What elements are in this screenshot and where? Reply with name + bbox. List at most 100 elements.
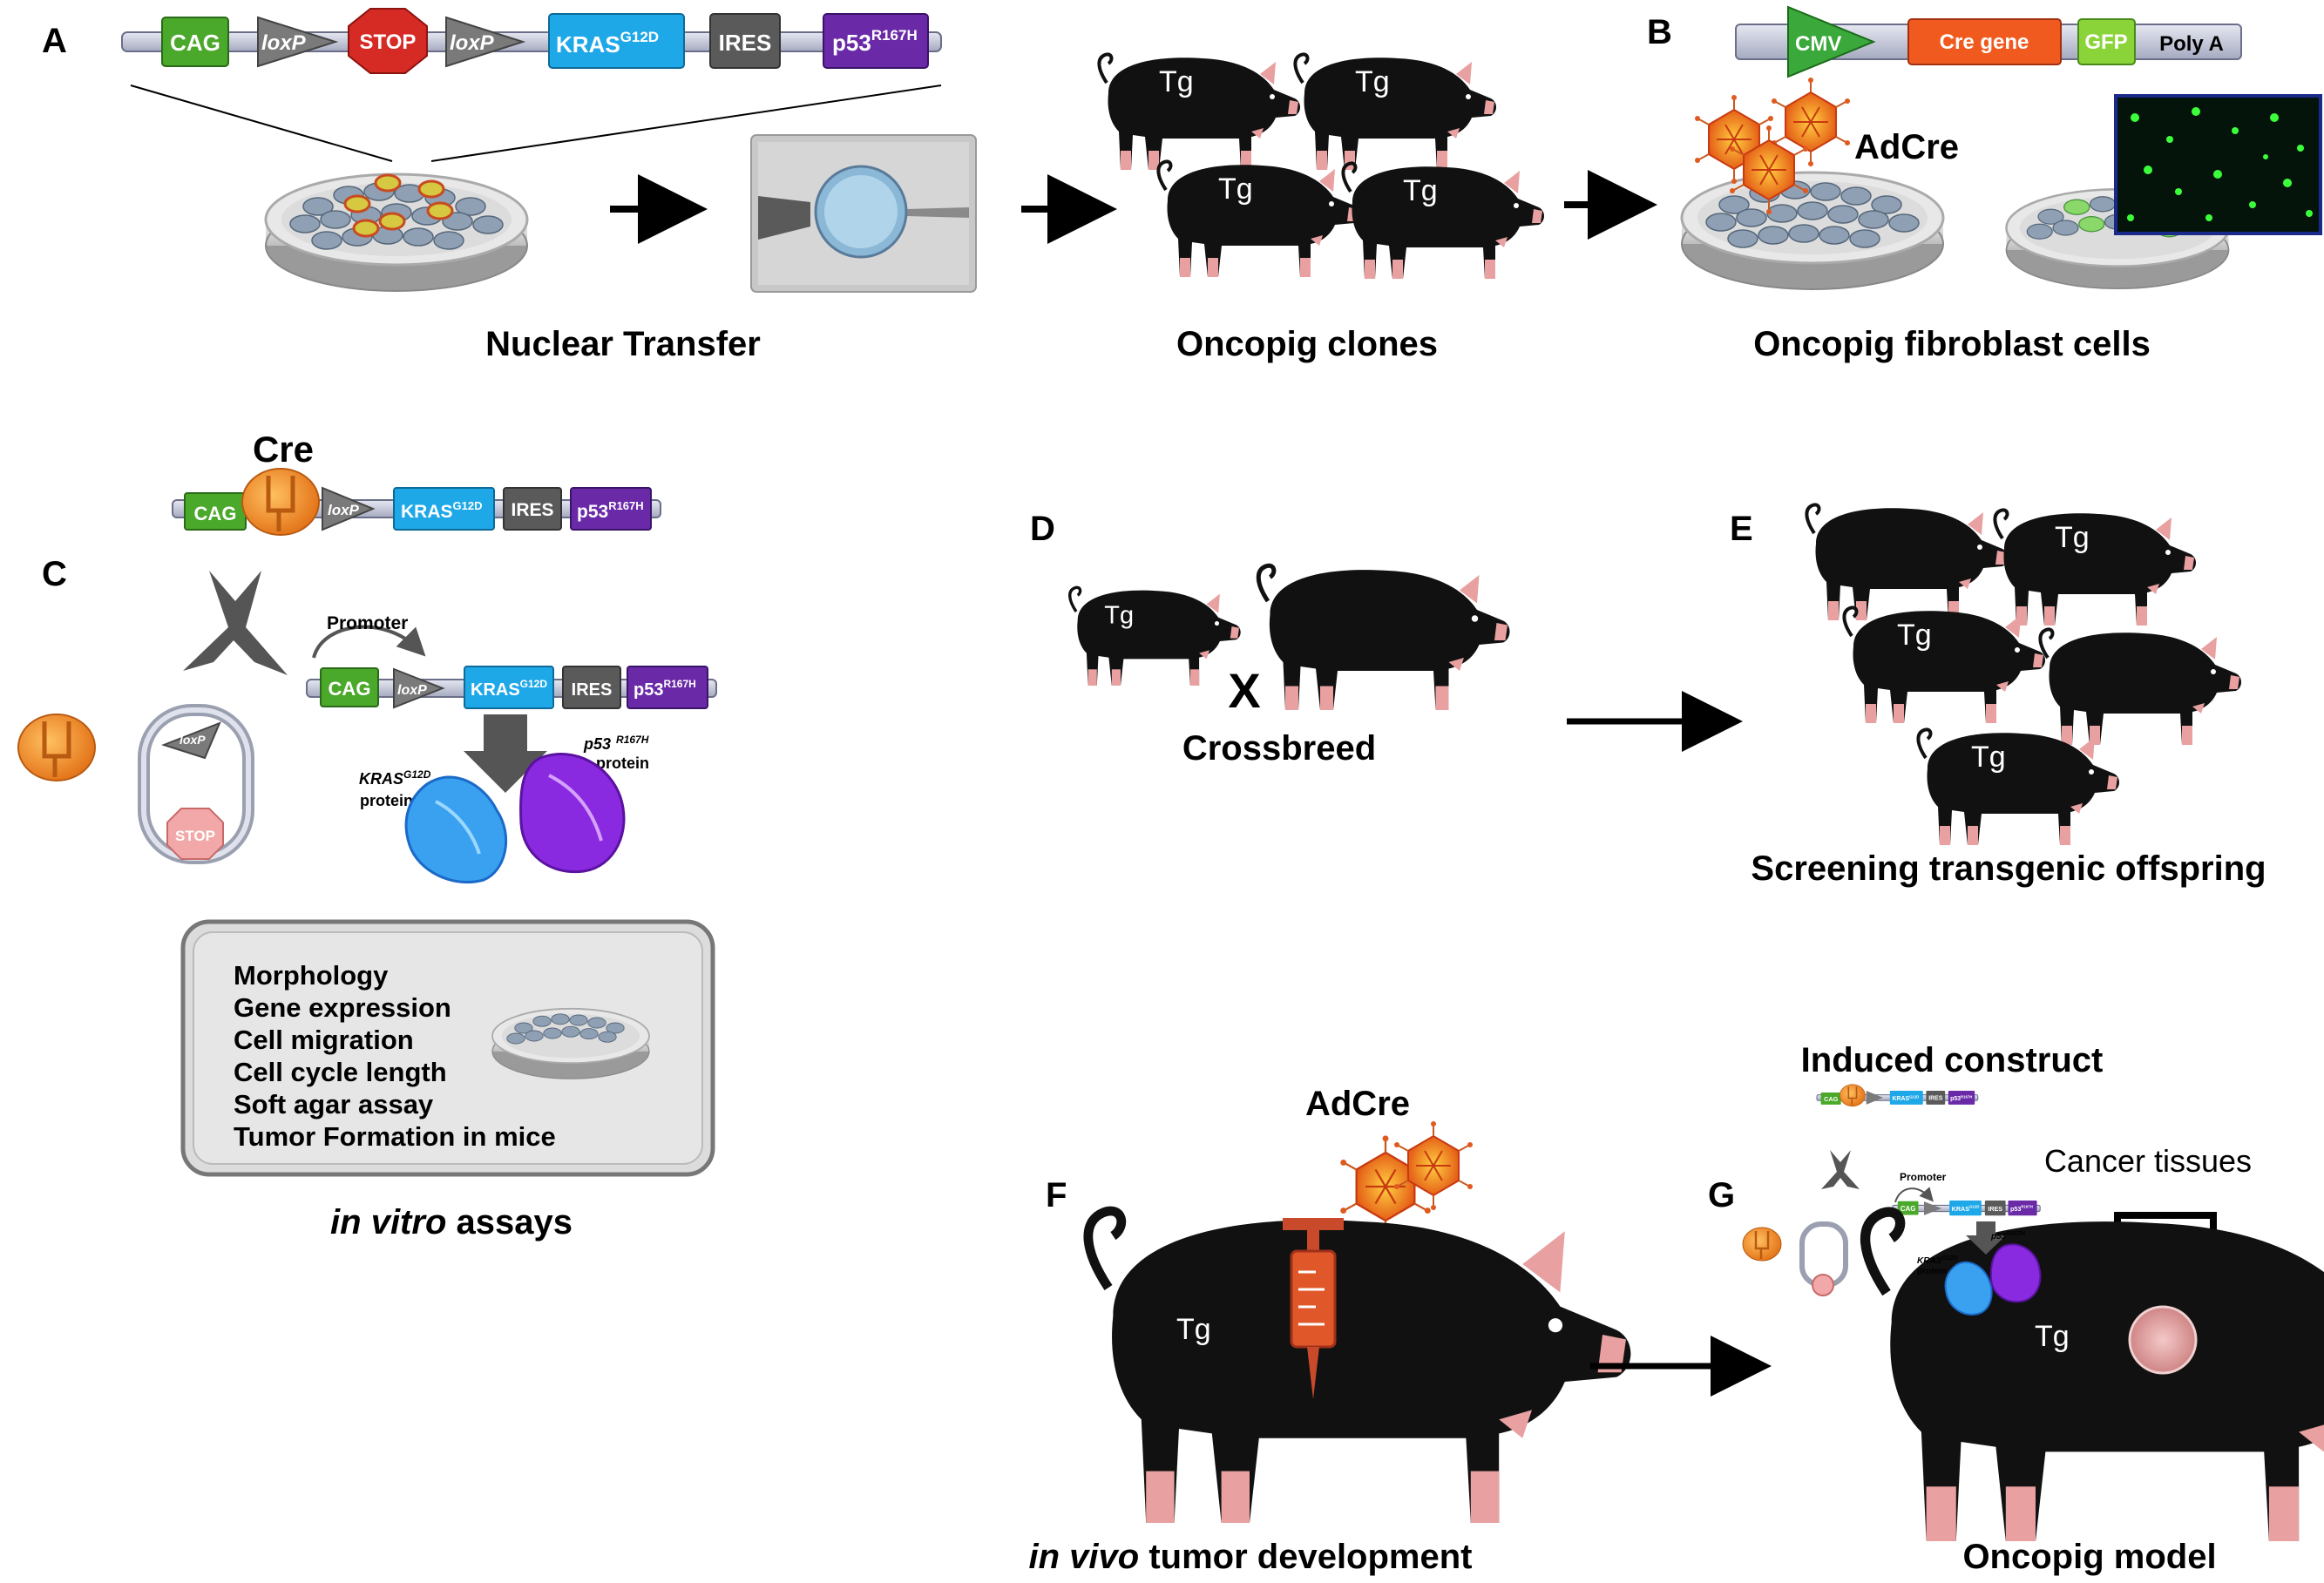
kras-protein-sup: G12D [1941,1255,1957,1262]
kras-sup: G12D [453,499,483,512]
construct-a-loxp-2: loxP [450,31,495,55]
p53-sup: R167H [871,27,918,44]
kras-sup: G12D [1969,1205,1979,1209]
loxp-triangle-icon [445,16,526,68]
panel-label-b: B [1647,13,1672,51]
split-arrow-small-icon [1821,1150,1860,1189]
g-kras-protein-blob [1944,1261,1993,1316]
caption-oncopig-model: Oncopig model [1962,1538,2216,1576]
tumor-dev-word: tumor development [1139,1538,1472,1576]
promoter-label: Promoter [327,613,408,633]
assay-dish [491,1007,650,1080]
construct-b-cre: Cre gene [1940,30,2029,54]
p53-protein-blob [519,753,626,874]
g-p53-protein-blob [1989,1243,2042,1303]
g-kras-protein-label: KRASG12D [1917,1255,1958,1266]
loxp-triangle-icon [322,486,376,531]
construct-c2-p53: p53R167H [634,678,696,700]
kras-protein-word: protein [360,792,413,809]
kras-protein-sup: G12D [403,768,431,781]
micromanipulation-image [750,134,977,293]
pig-offspring-5: Tg [1916,727,2121,847]
dish-nuclear-transfer [264,173,529,293]
kras-protein-blob [404,775,508,884]
g2-ires: IRES [1988,1205,2002,1213]
g-p53-protein-label: p53R167H [1990,1231,2026,1241]
caption-nuclear-transfer: Nuclear Transfer [485,325,761,363]
kras-name: KRAS [556,31,620,58]
crossbreed-x: X [1228,663,1260,718]
stop-octagon-icon [166,808,224,860]
p53-protein-word: protein [596,754,649,772]
split-arrow-icon [183,571,288,675]
g2-kras: KRASG12D [1952,1205,1980,1213]
g-kras-protein-word: protein [1917,1267,1947,1276]
caption-fibroblast: Oncopig fibroblast cells [1753,325,2151,363]
pig-offspring-2: Tg [1993,508,2198,627]
loop-loxp: loxP [180,733,206,747]
construct-b: CMV Cre gene GFP Poly A [1735,5,2242,78]
pig-parent-tg: Tg [1068,585,1243,687]
panel-label-c: C [42,555,67,593]
expression-arrow-icon [464,714,547,793]
p53-name: p53 [832,30,871,56]
tg-label-g: Tg [2035,1320,2070,1353]
zoom-line-right [430,85,942,162]
p53-sup: R167H [663,678,695,690]
construct-a-backbone [121,31,942,52]
construct-c-kras: KRASG12D [401,499,482,522]
kras-protein-name: KRAS [359,770,403,788]
pig-offspring-1 [1805,503,2009,622]
pig-offspring-3: Tg [1842,605,2047,725]
kras-name: KRAS [401,502,453,522]
g-ires: IRES [1928,1096,1943,1102]
tg-label: Tg [1355,65,1390,98]
construct-b-cmv: CMV [1795,32,1841,56]
p53-protein-sup: R167H [616,734,649,746]
kras-sup: G12D [1909,1094,1919,1099]
loxp-triangle-icon [161,721,221,760]
construct-c-loxp: loxP [328,502,360,518]
dish-adcre [1680,171,1945,291]
kras-name: KRAS [471,680,520,700]
p53-name: p53 [2010,1205,2021,1213]
assay-item: Cell migration [234,1025,414,1055]
construct-a-loxp-1: loxP [261,31,307,55]
panel-label-e: E [1730,510,1753,548]
kras-name: KRAS [1892,1096,1909,1102]
tg-label: Tg [1218,173,1253,206]
construct-a: CAG loxP STOP loxP KRASG12D IRES p53R167… [121,8,942,74]
panel-label-d: D [1030,510,1055,548]
tg-label: Tg [1897,619,1932,652]
tg-label: Tg [1971,741,2006,774]
g-p53: p53R167H [1950,1094,1972,1102]
construct-c2-ires: IRES [572,680,613,700]
caption-cancer-tissues: Cancer tissues [2044,1143,2252,1179]
caption-crossbreed: Crossbreed [1182,729,1376,768]
pig-parent-wt [1258,565,1509,710]
construct-c2-loxp: loxP [397,683,427,698]
syringe-icon [1283,1218,1344,1399]
g-cag: CAG [1824,1095,1838,1103]
construct-a-cag: CAG [170,30,220,56]
in-vitro-italic: in vitro [330,1203,446,1241]
g2-p53: p53R167H [2010,1205,2033,1213]
tumor-tissue-icon [2128,1305,2198,1375]
assay-item: Soft agar assay [234,1089,434,1120]
construct-c-ires: IRES [511,500,553,520]
pig-clone-2: Tg [1293,52,1498,172]
adcre-label-b: AdCre [1854,128,1959,166]
pig-clone-1: Tg [1097,52,1302,172]
pig-clone-3: Tg [1156,159,1361,279]
construct-c-induced: CAG loxP KRASG12D IRES p53R167H [306,666,717,709]
assay-item: Gene expression [234,992,451,1023]
promoter-arrow-small [1894,1187,1934,1203]
construct-c2-kras: KRASG12D [471,678,547,700]
pig-clone-4: Tg [1341,161,1546,281]
kras-name: KRAS [1952,1205,1970,1213]
construct-c-p53: p53R167H [577,499,644,522]
caption-induced-construct: Induced construct [1801,1041,2104,1079]
